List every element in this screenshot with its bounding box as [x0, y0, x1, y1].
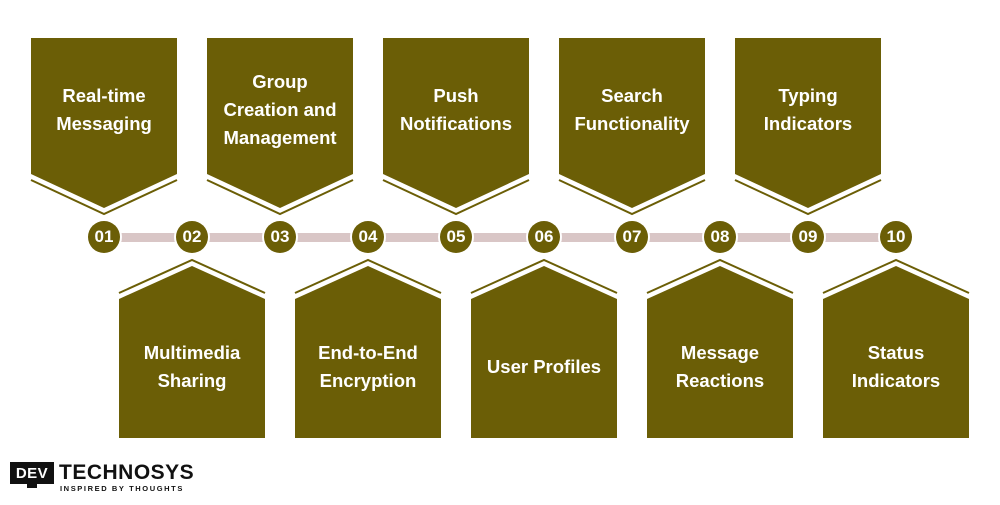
step-number-01: 01: [88, 221, 120, 253]
card-chevron-outline-06: [470, 258, 618, 294]
devtechnosys-logo: DEV TECHNOSYS INSPIRED BY THOUGHTS: [10, 461, 200, 495]
feature-card-09: [735, 38, 881, 208]
logo-mark: DEV: [10, 462, 54, 484]
card-chevron-outline-08: [646, 258, 794, 294]
card-chevron-outline-09: [734, 179, 882, 216]
logo-tagline: INSPIRED BY THOUGHTS: [60, 484, 184, 493]
card-chevron-outline-02: [118, 258, 266, 294]
step-number-10: 10: [880, 221, 912, 253]
feature-card-04: [295, 266, 441, 438]
card-chevron-outline-05: [382, 179, 530, 216]
feature-card-05: [383, 38, 529, 208]
feature-card-03: [207, 38, 353, 208]
timeline-bar: [104, 233, 896, 242]
step-number-06: 06: [528, 221, 560, 253]
feature-card-01: [31, 38, 177, 208]
logo-monitor-stand-icon: [27, 484, 37, 488]
step-number-07: 07: [616, 221, 648, 253]
step-number-05: 05: [440, 221, 472, 253]
feature-card-10: [823, 266, 969, 438]
feature-card-02: [119, 266, 265, 438]
card-chevron-outline-03: [206, 179, 354, 216]
card-chevron-outline-10: [822, 258, 970, 294]
step-number-04: 04: [352, 221, 384, 253]
card-chevron-outline-04: [294, 258, 442, 294]
feature-card-08: [647, 266, 793, 438]
step-number-03: 03: [264, 221, 296, 253]
step-number-09: 09: [792, 221, 824, 253]
feature-card-06: [471, 266, 617, 438]
feature-label-06: User Profiles: [486, 356, 602, 377]
feature-card-07: [559, 38, 705, 208]
step-number-08: 08: [704, 221, 736, 253]
card-chevron-outline-07: [558, 179, 706, 216]
logo-name: TECHNOSYS: [59, 461, 195, 484]
step-number-02: 02: [176, 221, 208, 253]
card-chevron-outline-01: [30, 179, 178, 216]
